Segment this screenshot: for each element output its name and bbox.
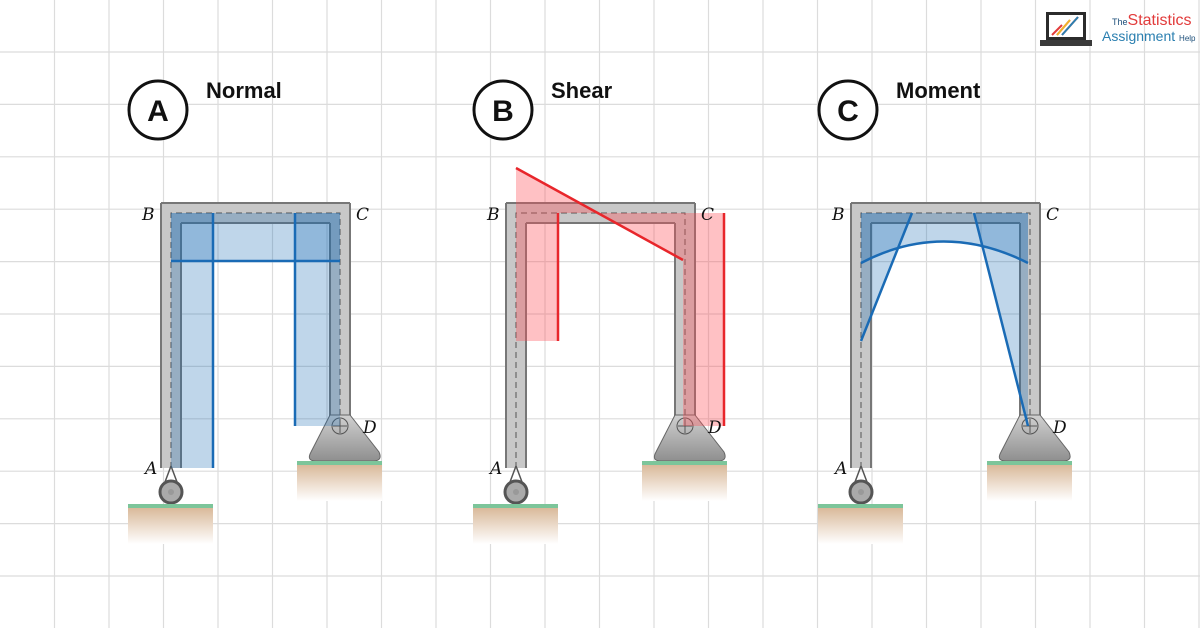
node-label-b: B [486,205,500,225]
node-label-c: C [1046,205,1059,225]
laptop-chart-icon [1040,12,1092,46]
frame-structure [816,201,1074,546]
panel-title: Normal [206,78,282,103]
panel-badge [127,79,189,141]
panel-shear: B Shear B C A D [471,78,729,546]
panel-badge [817,79,879,141]
logo-text-statistics: Statistics [1127,12,1192,29]
node-label-d: D [362,418,377,438]
node-label-d: D [1052,418,1067,438]
panel-letter: B [492,95,514,128]
panel-title: Moment [896,78,981,103]
node-label-a: A [488,459,502,479]
node-label-d: D [707,418,722,438]
node-label-b: B [831,205,845,225]
node-label-c: C [701,205,714,225]
node-label-a: A [833,459,847,479]
normal-force-diagram [171,213,340,468]
panel-normal: A Normal B C A D [126,78,384,546]
node-label-c: C [356,205,369,225]
panel-title: Shear [551,78,613,103]
panel-moment: C Moment B C A D [816,78,1074,546]
shear-force-diagram [515,166,726,426]
bending-moment-diagram [859,212,1030,427]
brand-logo: TheStatistics Assignment Help [1040,8,1200,50]
logo-text-assignment: Assignment [1102,28,1176,44]
panel-letter: A [147,95,169,128]
logo-text-the: The [1112,17,1128,27]
logo-text-help: Help [1179,34,1196,43]
panel-badge [472,79,534,141]
node-label-b: B [141,205,155,225]
panel-letter: C [837,95,859,128]
node-label-a: A [143,459,157,479]
